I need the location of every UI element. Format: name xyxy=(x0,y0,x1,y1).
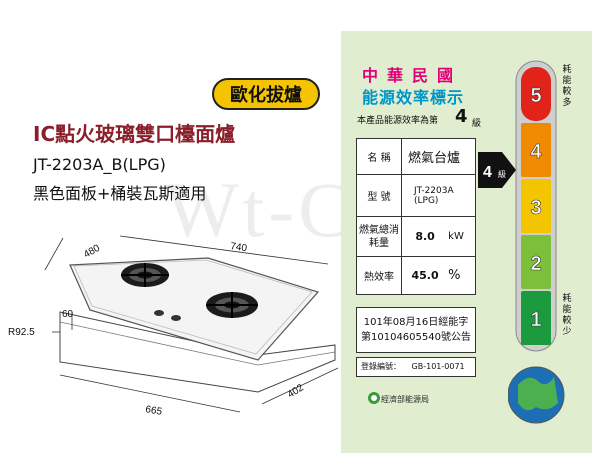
dim-60: 60 xyxy=(62,309,74,320)
dim-480: 480 xyxy=(82,243,102,261)
spec-label: 燃氣總消耗量 xyxy=(356,216,402,257)
scale-band-5 xyxy=(521,67,551,121)
spec-value: 45.0 xyxy=(401,256,449,295)
control-knobs xyxy=(154,310,181,321)
spec-row-model: 型 號 JT-2203A (LPG) xyxy=(356,174,476,217)
scale-label-3: 3 xyxy=(530,197,541,219)
glass-panel xyxy=(69,257,320,361)
dimension-lines xyxy=(44,235,339,413)
certificate-box: 101年08月16日經能字 第10104605540號公告 xyxy=(356,307,476,353)
spec-label: 型 號 xyxy=(356,174,402,217)
spec-label: 名 稱 xyxy=(356,138,402,175)
scale-label-2: 2 xyxy=(530,253,541,275)
scale-note-low: 耗能較少 xyxy=(562,294,572,337)
label-header-title: 能源效率標示 xyxy=(362,88,465,107)
agency-name: 經濟部能源局 xyxy=(381,395,429,404)
label-header-country: 中華民國 xyxy=(362,66,463,85)
registration-label: 登錄編號： xyxy=(361,362,401,371)
scale-label-1: 1 xyxy=(530,309,541,331)
spec-value: JT-2203A (LPG) xyxy=(401,174,476,217)
spec-value: 8.0 xyxy=(401,216,449,257)
spec-label: 熱效率 xyxy=(356,256,402,295)
dim-665: 665 xyxy=(144,404,163,418)
registration-number: GB-101-0071 xyxy=(411,362,465,371)
certificate-line: 101年08月16日經能字 xyxy=(363,317,469,328)
spec-value: 燃氣台爐 xyxy=(401,138,476,175)
spec-row-consumption: 燃氣總消耗量 8.0 kW xyxy=(356,216,477,257)
dim-radius: R92.5 xyxy=(8,327,35,338)
registration-box: 登錄編號： GB-101-0071 xyxy=(356,357,476,377)
spec-row-name: 名 稱 燃氣台爐 xyxy=(356,138,476,175)
certificate-line: 第10104605540號公告 xyxy=(361,332,471,343)
spec-unit: % xyxy=(448,256,477,295)
dim-740: 740 xyxy=(230,241,248,254)
product-title: IC點火玻璃雙口檯面爐 xyxy=(33,122,236,146)
grade-number: 4 xyxy=(455,106,468,127)
scale-band-2 xyxy=(521,235,551,289)
arrow-grade-unit: 級 xyxy=(498,169,506,179)
grade-statement: 本產品能源效率為第 xyxy=(357,116,439,126)
right-burner xyxy=(206,292,258,318)
spec-unit: kW xyxy=(448,216,477,257)
agency-logo-icon xyxy=(368,392,380,404)
efficiency-thermometer: 5 4 3 2 1 xyxy=(508,60,565,424)
style-badge: 歐化拔爐 xyxy=(212,78,320,110)
spec-row-efficiency: 熱效率 45.0 % xyxy=(356,256,477,295)
left-burner xyxy=(121,263,169,287)
grade-arrow: 4 級 xyxy=(478,152,516,188)
grade-unit: 級 xyxy=(472,119,482,129)
scale-label-4: 4 xyxy=(530,141,542,163)
scale-note-high: 耗能較多 xyxy=(562,65,572,108)
scale-band-3 xyxy=(521,179,551,233)
scale-label-5: 5 xyxy=(530,85,541,107)
scale-band-1 xyxy=(521,291,551,345)
arrow-grade-number: 4 xyxy=(483,164,492,181)
spec-table: 名 稱 燃氣台爐 型 號 JT-2203A (LPG) 燃氣總消耗量 8.0 k… xyxy=(356,138,477,295)
product-description: 黑色面板+桶裝瓦斯適用 xyxy=(33,184,207,203)
model-number: JT-2203A_B(LPG) xyxy=(33,155,166,174)
scale-band-4 xyxy=(521,123,551,177)
